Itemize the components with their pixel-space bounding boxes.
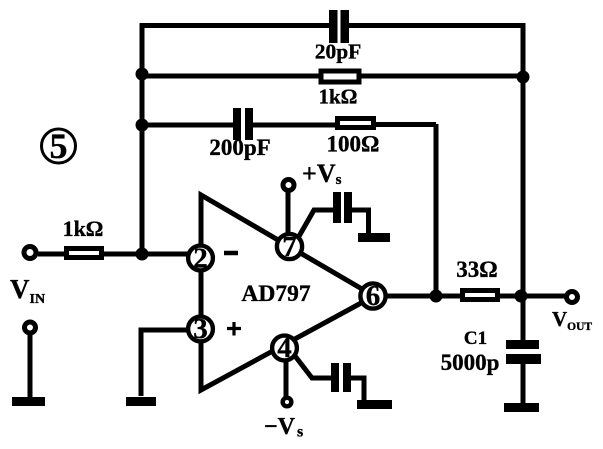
svg-text:1kΩ: 1kΩ <box>63 216 104 241</box>
svg-text:2: 2 <box>193 243 208 275</box>
svg-text:200pF: 200pF <box>209 135 270 160</box>
svg-text:AD797: AD797 <box>241 281 310 307</box>
svg-text:5: 5 <box>50 126 68 166</box>
svg-text:1kΩ: 1kΩ <box>319 85 358 109</box>
svg-text:20pF: 20pF <box>315 40 362 64</box>
svg-text:33Ω: 33Ω <box>456 257 497 282</box>
svg-text:3: 3 <box>193 313 208 345</box>
svg-text:100Ω: 100Ω <box>327 132 380 157</box>
svg-text:C1: C1 <box>464 328 487 349</box>
svg-text:4: 4 <box>277 332 292 364</box>
svg-text:6: 6 <box>366 280 381 312</box>
svg-text:5000p: 5000p <box>441 350 500 375</box>
svg-text:+Vs: +Vs <box>302 159 342 188</box>
svg-text:7: 7 <box>282 231 297 263</box>
